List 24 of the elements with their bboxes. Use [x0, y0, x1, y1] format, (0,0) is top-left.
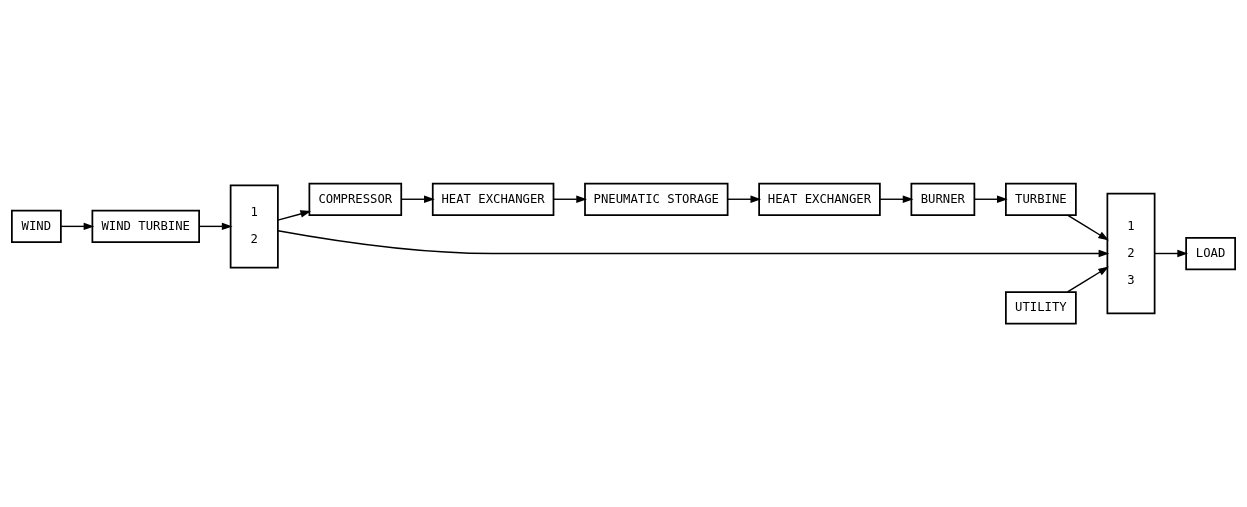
- arrow: [400, 195, 435, 203]
- node-box: BURNER: [910, 182, 976, 216]
- node-box: UTILITY: [1005, 291, 1077, 325]
- node-box: WIND TURBINE: [91, 209, 200, 243]
- arrow: [277, 230, 1110, 258]
- arrow: [1066, 214, 1109, 241]
- node-box: PNEUMATIC STORAGE: [584, 182, 729, 216]
- node-box: LOAD: [1185, 236, 1236, 271]
- node-box: TURBINE: [1005, 182, 1077, 216]
- node-box: 1 2 3: [1106, 192, 1156, 315]
- arrow: [727, 195, 762, 203]
- node-box: WIND: [11, 209, 62, 243]
- node-box: HEAT EXCHANGER: [431, 182, 555, 216]
- arrow: [60, 222, 95, 231]
- node-box: 1 2: [229, 184, 279, 269]
- arrow: [879, 195, 914, 203]
- arrow: [198, 222, 233, 231]
- arrow: [973, 195, 1008, 203]
- arrow: [1154, 249, 1188, 258]
- node-box: COMPRESSOR: [308, 182, 403, 216]
- arrow: [552, 195, 587, 203]
- node-box: HEAT EXCHANGER: [758, 182, 881, 216]
- arrow: [277, 210, 312, 221]
- arrow: [1066, 266, 1109, 293]
